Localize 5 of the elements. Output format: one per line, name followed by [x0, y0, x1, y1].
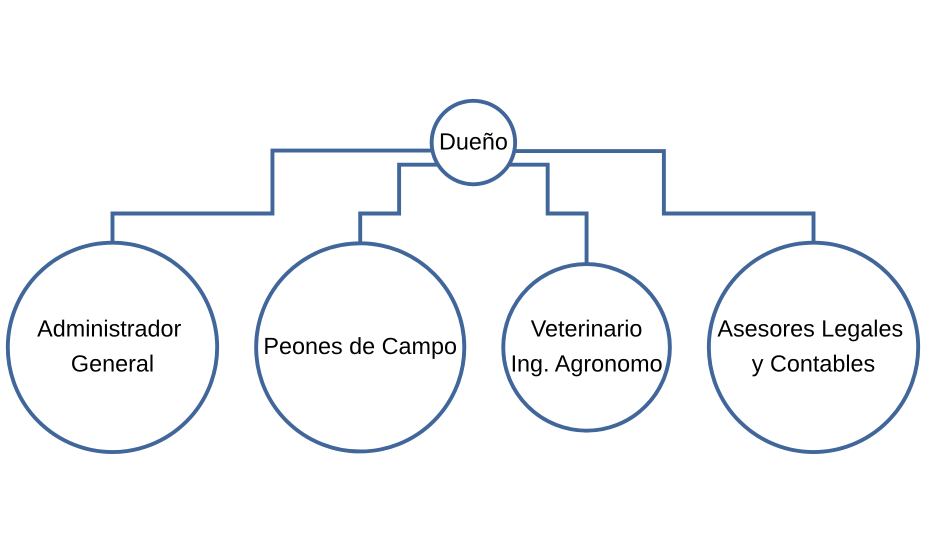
node-circle: Administrador General: [6, 240, 220, 454]
node-circle: Asesores Legales y Contables: [706, 240, 920, 454]
node-circle: Dueño: [430, 98, 518, 186]
node-circle: Peones de Campo: [254, 240, 466, 453]
node-circle: Veterinario Ing. Agronomo: [501, 262, 672, 432]
